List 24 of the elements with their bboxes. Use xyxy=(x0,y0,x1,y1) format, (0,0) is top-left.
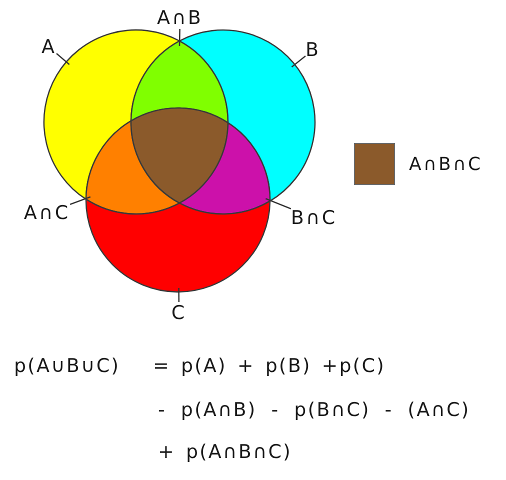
leader-line xyxy=(265,198,292,210)
overlap-region xyxy=(178,122,271,215)
set-label: B xyxy=(305,39,321,61)
overlap-region xyxy=(130,107,229,204)
formula-text: p(A∪B∪C) xyxy=(14,354,120,379)
set-label: A∩B xyxy=(157,7,203,29)
set-label: C xyxy=(171,302,187,324)
leader-line xyxy=(178,28,180,46)
leader-line xyxy=(70,196,91,206)
formula-text: = p(A) + p(B) +p(C) xyxy=(153,354,386,379)
legend-label: A∩B∩C xyxy=(409,154,483,174)
overlap-region xyxy=(85,120,180,215)
leader-line xyxy=(291,56,306,68)
leader-line xyxy=(56,52,70,66)
leader-line xyxy=(178,288,180,302)
formula-text: + p(A∩B∩C) xyxy=(158,440,292,465)
set-label: B∩C xyxy=(290,207,338,229)
set-label: A∩C xyxy=(24,202,70,224)
overlap-region xyxy=(130,40,229,124)
set-region xyxy=(43,29,180,200)
set-region xyxy=(85,198,271,292)
set-label: A xyxy=(42,36,56,58)
formula-text: - p(A∩B) - p(B∩C) - (A∩C) xyxy=(158,398,470,423)
set-region xyxy=(178,29,316,202)
